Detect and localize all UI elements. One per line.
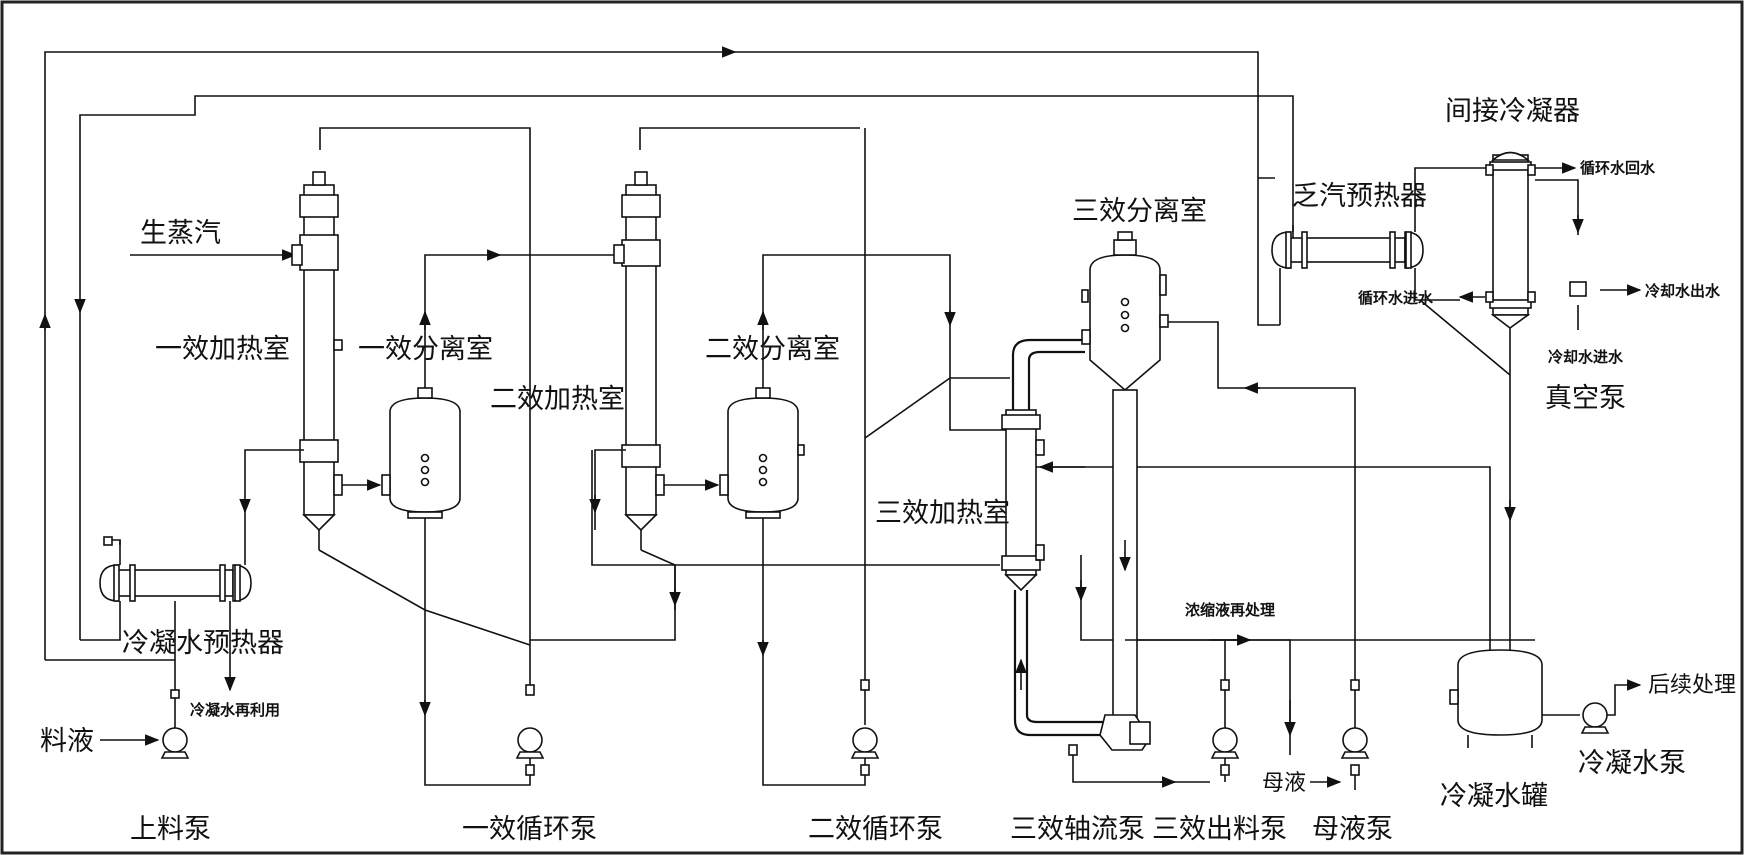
heater-1: 一效加热室 (155, 171, 343, 550)
mother-liquor-label: 母液 (1262, 771, 1306, 796)
indirect-condenser-label: 间接冷凝器 (1445, 96, 1580, 127)
circ-pump-1-label: 一效循环泵 (462, 814, 597, 845)
condensate-reuse-label: 冷凝水再利用 (190, 701, 280, 719)
heater-1-label: 一效加热室 (155, 334, 290, 365)
separator-3: 三效分离室 (1072, 196, 1356, 721)
axial-pump-3-label: 三效轴流泵 (1010, 814, 1145, 845)
concentrate-treatment-label: 浓缩液再处理 (1185, 601, 1275, 619)
exhaust-preheater: 乏汽预热器 (1271, 167, 1500, 325)
cooling-supply-label: 循环水进水 (1358, 289, 1434, 307)
axial-pump-3: 三效轴流泵 (1010, 714, 1210, 845)
cooling-out-label: 冷却水出水 (1645, 282, 1721, 300)
vacuum-pump-label: 真空泵 (1545, 383, 1626, 414)
circ-pump-1: 一效循环泵 (318, 549, 597, 845)
discharge-pump-3: 浓缩液再处理 三效出料泵 (1125, 601, 1296, 845)
circ-pump-2-label: 二效循环泵 (808, 814, 943, 845)
separator-3-label: 三效分离室 (1072, 196, 1207, 227)
condensate-tank: 冷凝水罐 冷凝水泵 后续处理 (1440, 649, 1736, 812)
post-treatment-label: 后续处理 (1648, 673, 1736, 698)
separator-2: 二效分离室 (664, 254, 1010, 786)
heater-3: 三效加热室 (875, 338, 1535, 737)
condensate-preheater-label: 冷凝水预热器 (122, 628, 284, 659)
heater-2-label: 二效加热室 (490, 384, 625, 415)
mother-pump-label: 母液泵 (1312, 814, 1393, 845)
live-steam-line: 生蒸汽 (130, 218, 297, 261)
condensate-tank-label: 冷凝水罐 (1440, 781, 1548, 812)
indirect-condenser: 间接冷凝器 循环水回水 循环水进水 冷却水出水 冷却水进水 真空泵 (1358, 96, 1721, 650)
separator-1-label: 一效分离室 (358, 334, 493, 365)
live-steam-label: 生蒸汽 (140, 218, 221, 249)
feed-liquid-label: 料液 (40, 726, 94, 757)
condensate-preheater: 冷凝水预热器 冷凝水再利用 (45, 449, 304, 735)
heater-2: 二效加热室 (490, 171, 1000, 566)
feed-pump: 料液 上料泵 (40, 689, 211, 845)
top-pipes (39, 46, 1294, 690)
heater-3-label: 三效加热室 (875, 498, 1010, 529)
feed-pump-label: 上料泵 (130, 814, 211, 845)
mother-pump: 母液 母液泵 (1262, 679, 1393, 845)
separator-1: 一效分离室 (342, 249, 502, 690)
discharge-pump-3-label: 三效出料泵 (1152, 814, 1287, 845)
condensate-pump-label: 冷凝水泵 (1578, 748, 1686, 779)
circ-pump-2: 二效循环泵 (530, 128, 1010, 845)
exhaust-preheater-label: 乏汽预热器 (1292, 181, 1427, 212)
cooling-return-label: 循环水回水 (1580, 159, 1656, 177)
separator-2-label: 二效分离室 (705, 334, 840, 365)
cooling-in-label: 冷却水进水 (1548, 348, 1624, 366)
